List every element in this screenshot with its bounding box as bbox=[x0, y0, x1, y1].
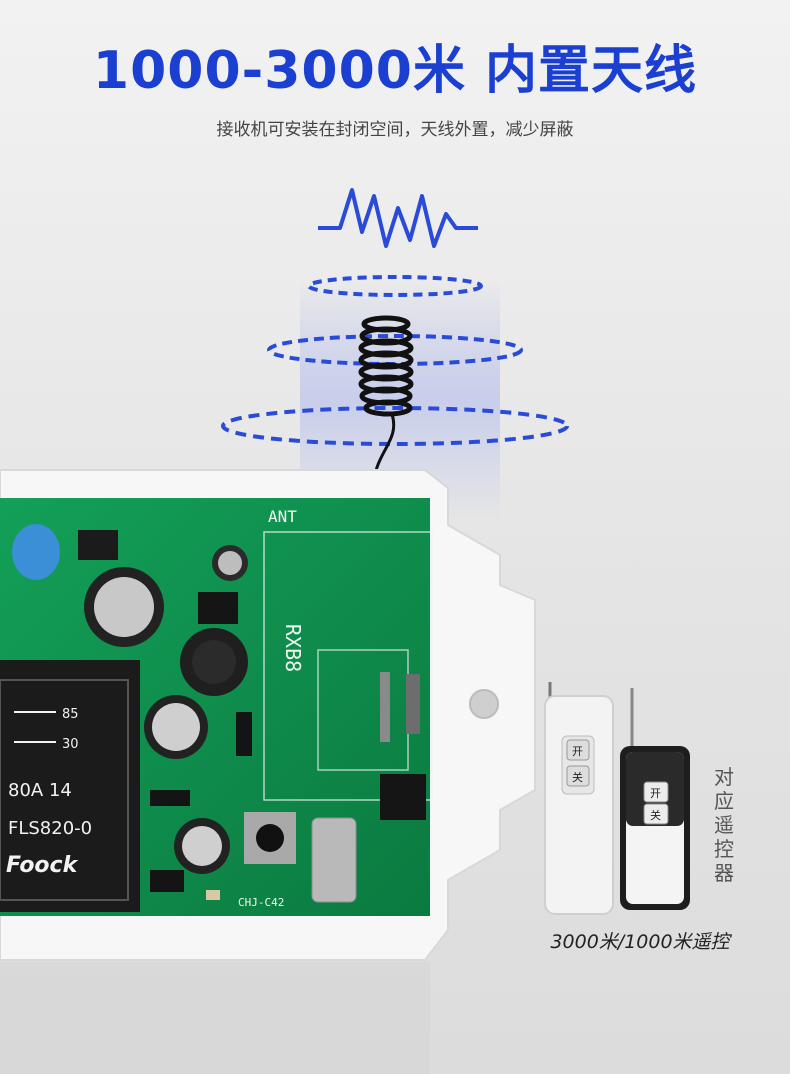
svg-text:开: 开 bbox=[572, 745, 583, 758]
signal-ring-small bbox=[307, 275, 483, 297]
relay-pin-85: 85 bbox=[62, 707, 79, 722]
relay-model: FLS820-0 bbox=[8, 818, 92, 839]
bottom-silkscreen: CHJ-C42 bbox=[238, 896, 284, 909]
remote-vertical-label: 对应遥控器 bbox=[714, 765, 734, 885]
relay-brand: Foock bbox=[6, 853, 79, 878]
mount-hole bbox=[469, 689, 499, 719]
ant-silkscreen: ANT bbox=[268, 507, 297, 526]
remote-1000m-on-button bbox=[643, 781, 669, 803]
ic-chip bbox=[380, 774, 426, 820]
relay-rating: 80A 14 bbox=[8, 780, 72, 801]
regulator-chip bbox=[198, 592, 238, 624]
relay-body bbox=[0, 660, 140, 912]
page-subtitle: 接收机可安装在封闭空间，天线外置，减少屏蔽 bbox=[216, 120, 574, 140]
remote-3000m-on-button bbox=[566, 739, 590, 761]
signal-ring-large bbox=[221, 406, 569, 446]
antenna-coil-icon bbox=[358, 315, 414, 417]
remote-caption: 3000米/1000米遥控 bbox=[550, 931, 730, 953]
reflection bbox=[0, 962, 430, 1074]
signal-wave-icon bbox=[318, 188, 478, 248]
crystal bbox=[311, 817, 357, 903]
svg-text:关: 关 bbox=[572, 770, 583, 784]
rxb-silkscreen: RXB8 bbox=[281, 624, 305, 672]
page-title: 1000-3000米 内置天线 bbox=[92, 41, 698, 101]
capacitor-blue bbox=[12, 524, 60, 580]
remote-1000m-off-button bbox=[643, 803, 669, 825]
svg-text:开: 开 bbox=[650, 787, 661, 800]
bridge-chip bbox=[78, 530, 118, 560]
relay-pin-30: 30 bbox=[62, 737, 79, 752]
svg-text:关: 关 bbox=[650, 808, 661, 822]
remote-3000m-off-button bbox=[566, 765, 590, 787]
remote-3000m bbox=[544, 695, 614, 915]
